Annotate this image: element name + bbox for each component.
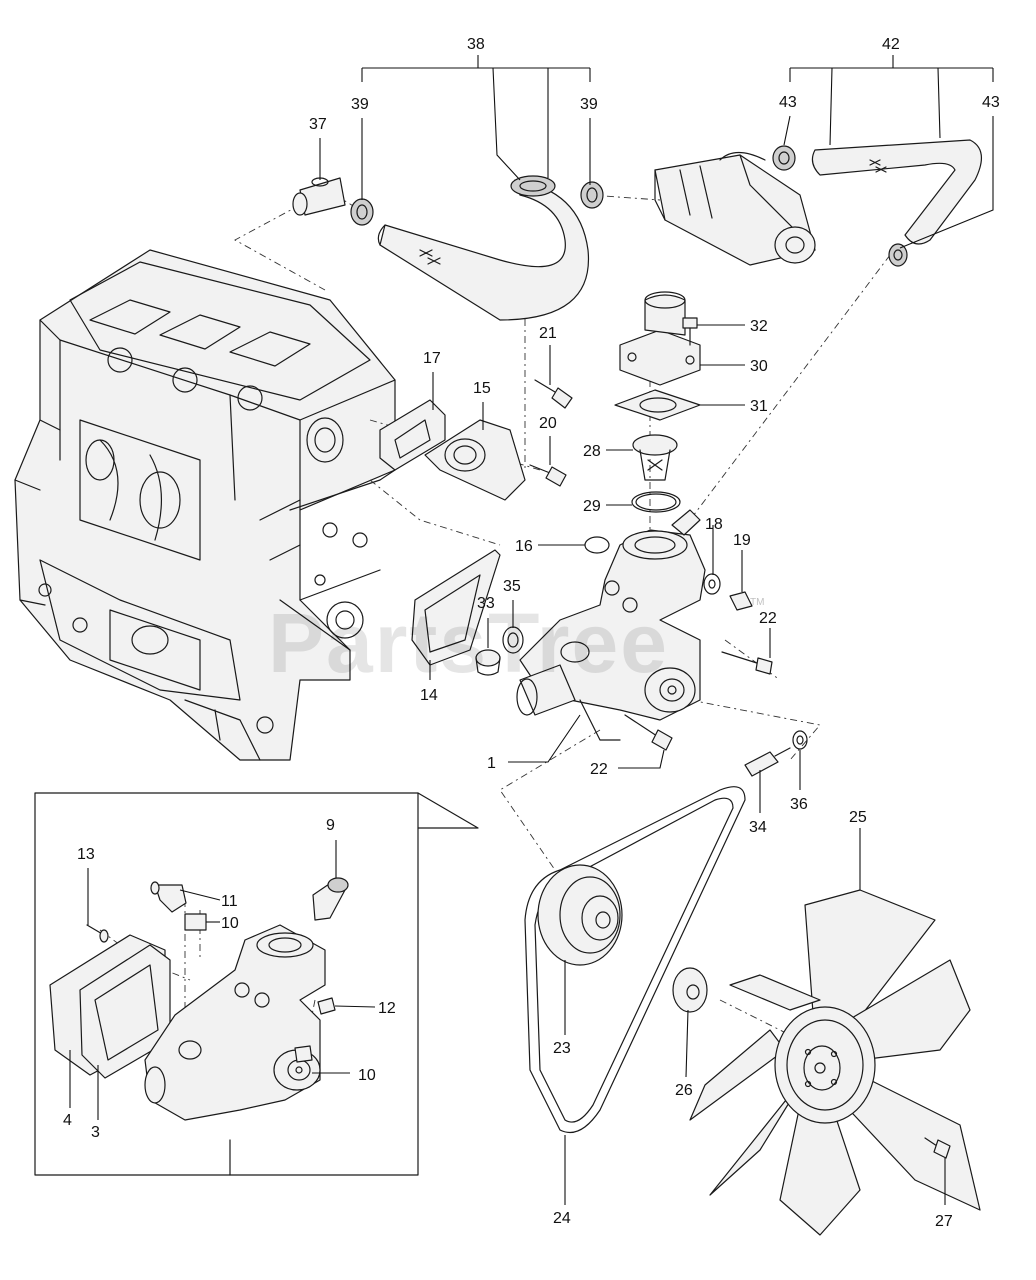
callout-30: 30 — [750, 358, 768, 375]
pulley-23 — [537, 864, 623, 966]
bolts-20-21 — [529, 379, 573, 487]
callout-20: 20 — [539, 415, 557, 432]
gasket-31 — [614, 389, 701, 421]
callout-10: 10 — [358, 1067, 376, 1084]
part-37-fitting — [292, 177, 346, 216]
callout-35: 35 — [503, 578, 521, 595]
bolt-32 — [682, 317, 698, 346]
callout-22: 22 — [759, 610, 777, 627]
callout-22: 22 — [590, 761, 608, 778]
gasket-14 — [411, 549, 501, 666]
callout-28: 28 — [583, 443, 601, 460]
callout-33: 33 — [477, 595, 495, 612]
fan-25 — [689, 889, 981, 1236]
callout-12: 12 — [378, 1000, 396, 1017]
water-pump-assembly — [516, 509, 706, 741]
callout-15: 15 — [473, 380, 491, 397]
callout-17: 17 — [423, 350, 441, 367]
bolts-22 — [624, 651, 773, 751]
thermostat-cover — [619, 291, 701, 386]
sensor-34-washer-36 — [744, 730, 808, 777]
egr-cooler — [654, 151, 816, 266]
callout-36: 36 — [790, 796, 808, 813]
callout-4: 4 — [63, 1112, 72, 1129]
o-ring-29 — [631, 491, 681, 513]
callout-3: 3 — [91, 1124, 100, 1141]
callout-38: 38 — [467, 36, 485, 53]
callout-34: 34 — [749, 819, 767, 836]
callout-18: 18 — [705, 516, 723, 533]
callout-27: 27 — [935, 1213, 953, 1230]
callout-31: 31 — [750, 398, 768, 415]
hose-clamps — [350, 145, 908, 267]
callout-1: 1 — [487, 755, 496, 772]
detail-inset — [34, 792, 479, 1176]
callout-13: 13 — [77, 846, 95, 863]
callout-29: 29 — [583, 498, 601, 515]
bolt-27 — [924, 1137, 951, 1159]
leader-lines — [69, 55, 994, 1205]
spacer-26 — [672, 967, 708, 1013]
callout-42: 42 — [882, 36, 900, 53]
callout-11: 11 — [221, 893, 238, 910]
gasket-17 — [379, 399, 446, 471]
callout-43: 43 — [779, 94, 797, 111]
thermostat-28 — [632, 434, 678, 481]
hose-38 — [377, 175, 590, 321]
callout-26: 26 — [675, 1082, 693, 1099]
hose-42 — [811, 139, 982, 245]
callout-10: 10 — [221, 915, 239, 932]
callout-37: 37 — [309, 116, 327, 133]
callout-25: 25 — [849, 809, 867, 826]
callout-19: 19 — [733, 532, 751, 549]
callout-16: 16 — [515, 538, 533, 555]
watermark-text: PartsTree — [268, 596, 669, 690]
gasket-16 — [584, 536, 610, 554]
callout-23: 23 — [553, 1040, 571, 1057]
callout-39: 39 — [351, 96, 369, 113]
washer-18-bolt-19 — [703, 573, 753, 611]
callout-32: 32 — [750, 318, 768, 335]
callout-39: 39 — [580, 96, 598, 113]
watermark-trademark: TM — [750, 597, 764, 608]
callout-numbers: 38 39 39 37 42 43 43 32 21 30 17 15 31 2… — [63, 36, 1000, 1230]
callout-9: 9 — [326, 817, 335, 834]
callout-21: 21 — [539, 325, 557, 342]
callout-43: 43 — [982, 94, 1000, 111]
engine-block — [14, 249, 396, 761]
callout-14: 14 — [420, 687, 438, 704]
callout-24: 24 — [553, 1210, 571, 1227]
housing-15 — [424, 419, 526, 501]
